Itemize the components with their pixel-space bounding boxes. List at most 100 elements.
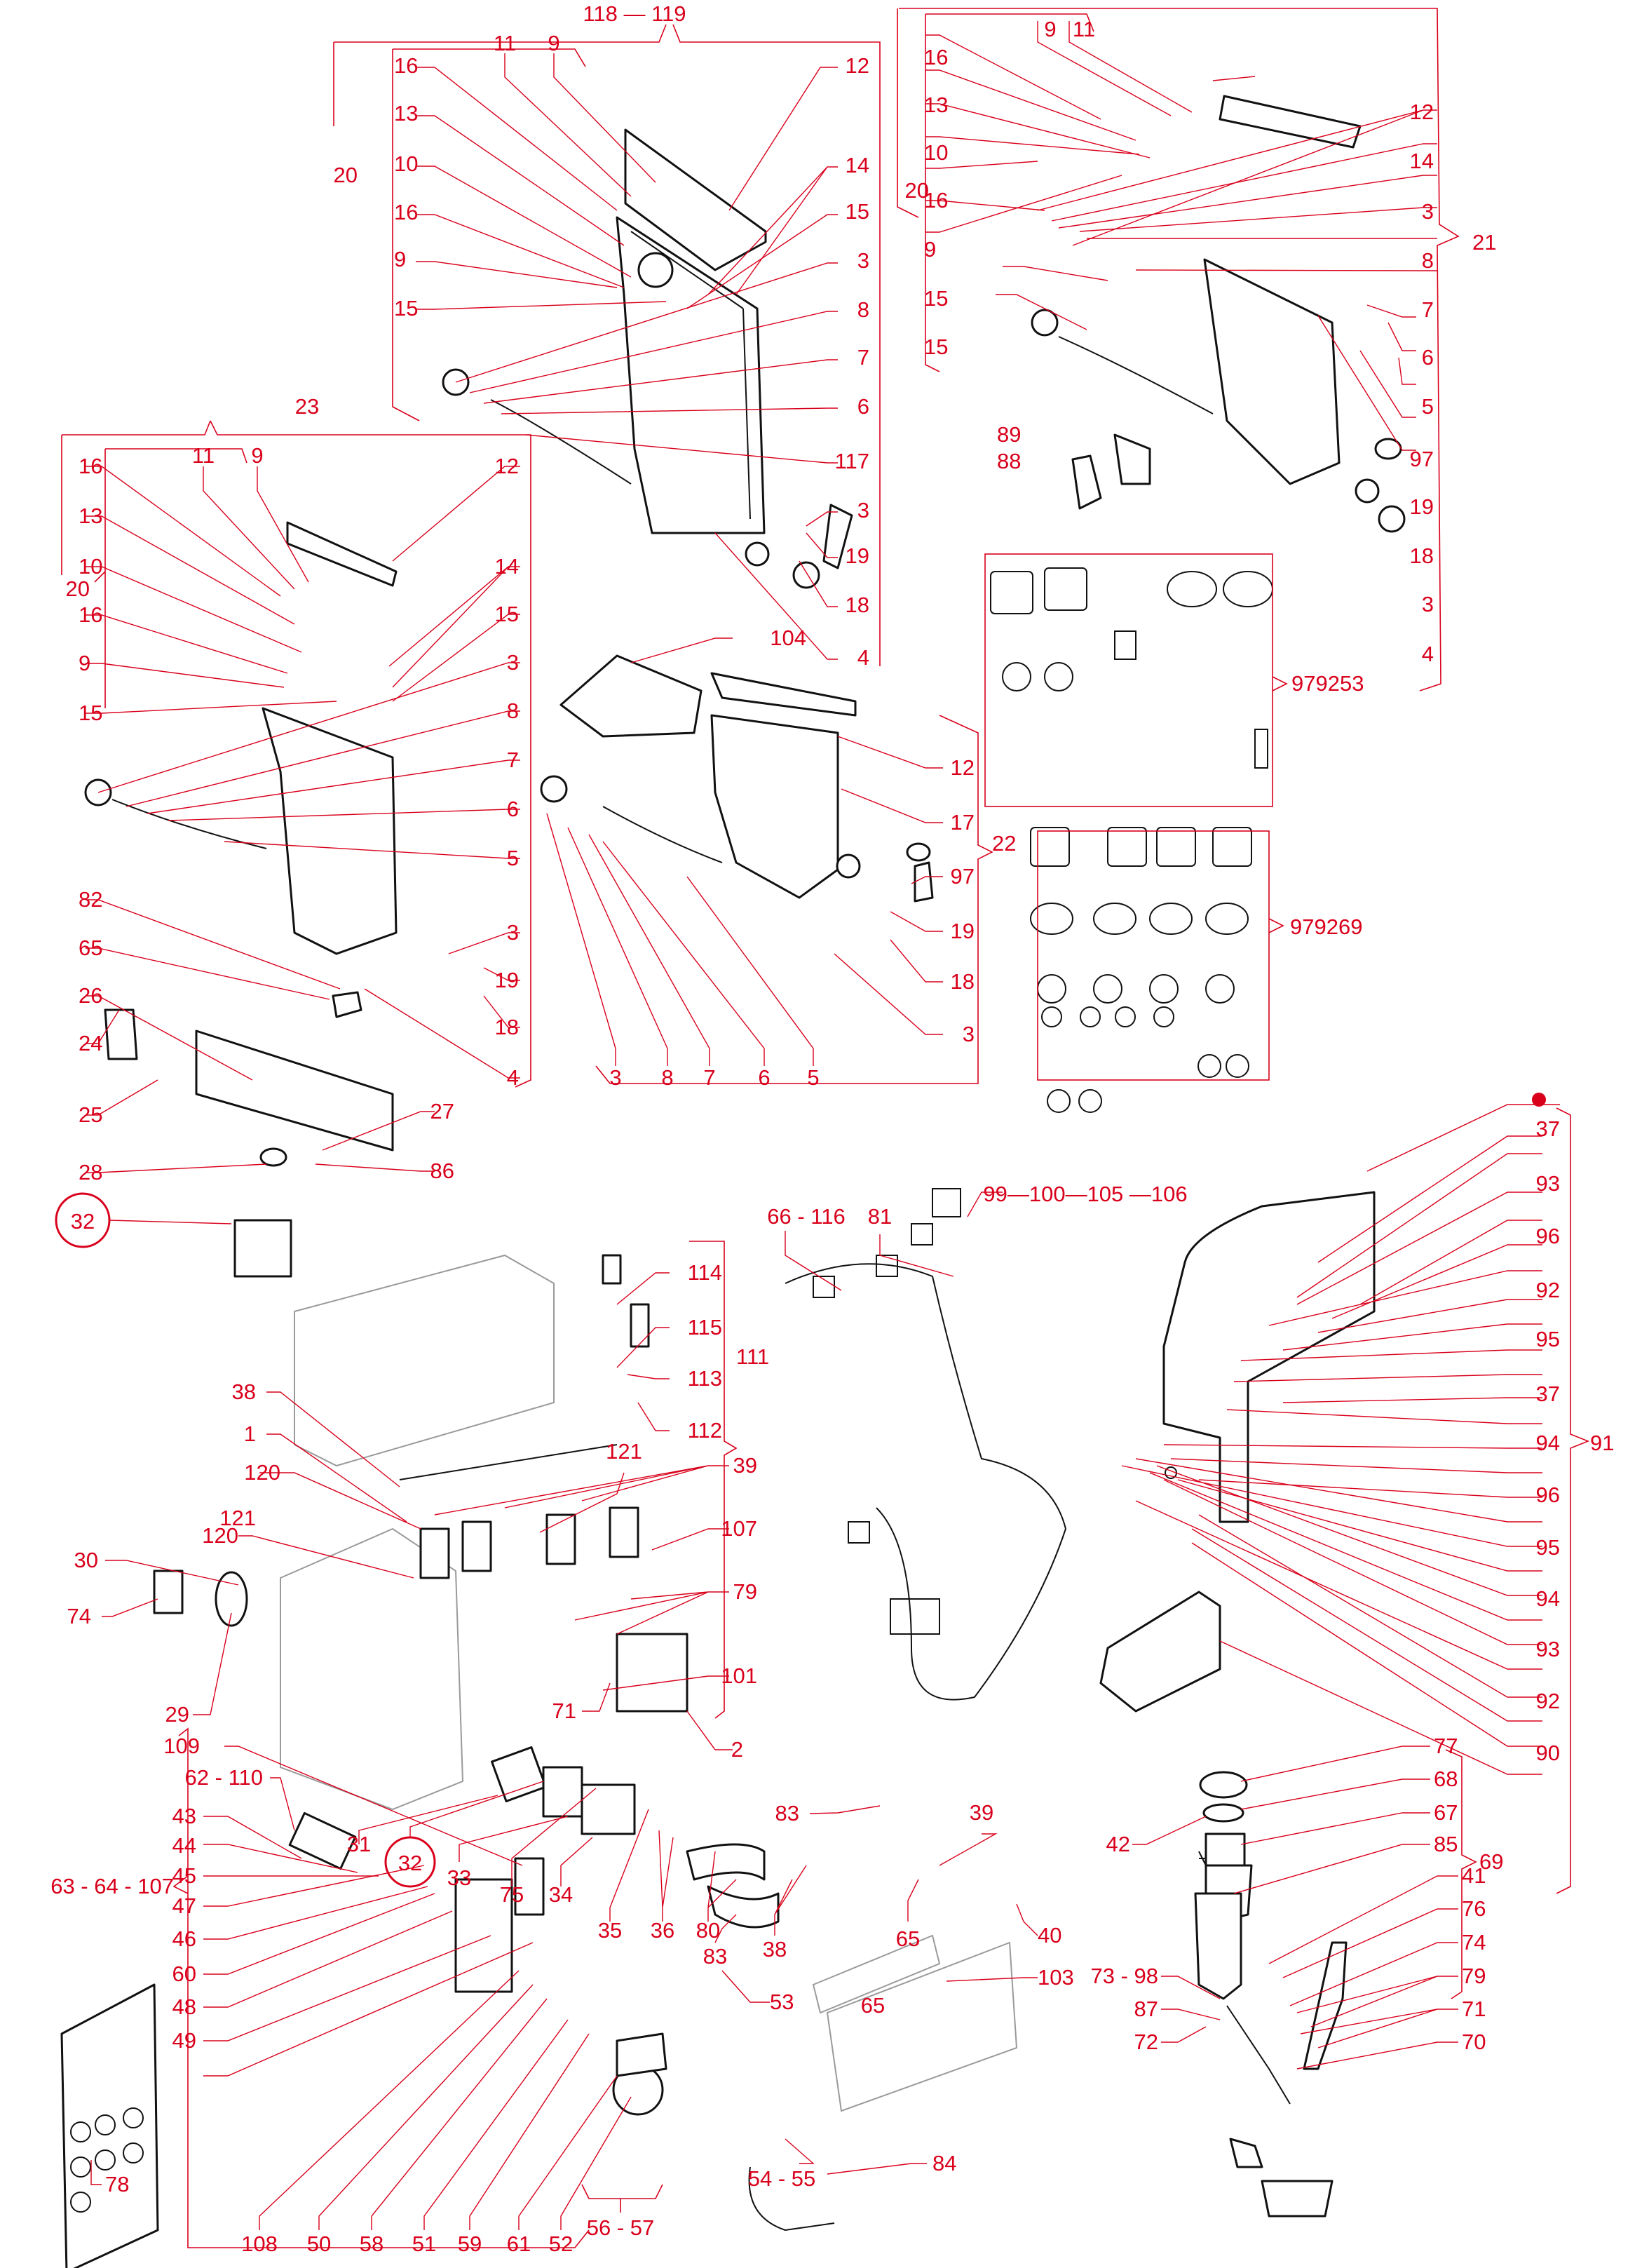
part-callout-93: 93: [1536, 1171, 1560, 1196]
part-callout-81: 81: [868, 1204, 892, 1229]
hopper-d-drawing: [540, 654, 934, 903]
part-callout-121: 121: [219, 1506, 256, 1530]
part-callout-114: 114: [688, 1260, 722, 1285]
part-callout-73-98: 73 - 98: [1090, 1964, 1158, 1988]
part-callout-84: 84: [932, 2151, 956, 2175]
part-callout-39: 39: [733, 1453, 757, 1478]
electrics-drawing: [153, 1219, 688, 1811]
part-callout-104: 104: [770, 626, 806, 650]
hopper-c-drawing: [84, 521, 398, 1167]
part-callout-9: 9: [79, 651, 90, 675]
part-callout-15: 15: [79, 701, 102, 725]
part-callout-108: 108: [241, 2232, 278, 2256]
part-callout-11: 11: [192, 443, 215, 468]
part-callout-62-110: 62 - 110: [185, 1765, 263, 1790]
part-callout-9: 9: [251, 443, 263, 468]
part-callout-13: 13: [394, 101, 418, 126]
part-callout-2: 2: [731, 1737, 743, 1762]
part-callout-45: 45: [172, 1863, 196, 1888]
part-callout-48: 48: [172, 1994, 196, 2019]
part-callout-7: 7: [703, 1065, 715, 1090]
part-callout-19: 19: [846, 544, 869, 568]
part-callout-44: 44: [172, 1833, 196, 1858]
part-callout-7: 7: [507, 748, 519, 772]
part-callout-85: 85: [1434, 1832, 1458, 1856]
part-callout-76: 76: [1462, 1896, 1486, 1921]
group-label-91: 91: [1590, 1431, 1614, 1455]
part-callout-3: 3: [609, 1065, 621, 1090]
part-callout-16: 16: [924, 188, 948, 212]
part-callout-75: 75: [500, 1882, 524, 1907]
part-callout-9: 9: [394, 247, 406, 271]
part-callout-74: 74: [1462, 1930, 1486, 1955]
part-callout-3: 3: [1422, 592, 1434, 616]
part-callout-4: 4: [1422, 642, 1434, 666]
part-callout-93: 93: [1536, 1637, 1560, 1661]
part-callout-12: 12: [846, 53, 869, 78]
part-callout-6: 6: [758, 1065, 770, 1090]
part-callout-89: 89: [997, 422, 1021, 447]
part-callout-50: 50: [307, 2232, 331, 2256]
cover-drawing: [1099, 1191, 1376, 1713]
part-callout-3: 3: [1422, 199, 1434, 224]
part-callout-95: 95: [1536, 1535, 1560, 1560]
part-callout-37: 37: [1536, 1382, 1560, 1406]
part-callout-96: 96: [1536, 1483, 1560, 1507]
part-callout-3: 3: [963, 1022, 975, 1046]
part-callout-39: 39: [970, 1800, 993, 1825]
part-callout-109: 109: [163, 1734, 200, 1758]
part-callout-94: 94: [1536, 1431, 1560, 1455]
part-callout-24: 24: [79, 1031, 102, 1055]
part-callout-92: 92: [1536, 1278, 1560, 1302]
part-callout-18: 18: [1410, 544, 1434, 568]
part-callout-33: 33: [447, 1865, 471, 1890]
kit-label-979253: 979253: [1291, 671, 1364, 696]
part-callout-28: 28: [79, 1160, 102, 1184]
part-callout-3: 3: [857, 498, 869, 522]
group-brackets: [55, 8, 1590, 2248]
part-callout-16: 16: [924, 45, 948, 69]
outlet-drawing: [1194, 1771, 1348, 2218]
part-callout-10: 10: [394, 151, 418, 176]
part-callout-83: 83: [775, 1801, 799, 1825]
part-callout-13: 13: [79, 504, 102, 528]
part-callout-46: 46: [172, 1926, 196, 1951]
part-callout-71: 71: [552, 1699, 576, 1723]
part-callout-3: 3: [507, 920, 519, 945]
part-callout-88: 88: [997, 449, 1021, 473]
part-callout-121: 121: [606, 1439, 642, 1464]
part-callout-7: 7: [1422, 297, 1434, 322]
group-label-69: 69: [1479, 1849, 1503, 1874]
part-callout-51: 51: [412, 2232, 436, 2256]
part-callout-65: 65: [861, 1993, 885, 2018]
part-callout-32: 32: [71, 1209, 95, 1234]
hopper-b-drawing: [1031, 95, 1406, 533]
part-callout-120: 120: [244, 1460, 280, 1485]
part-callout-9: 9: [1044, 17, 1056, 41]
part-callout-3: 3: [857, 248, 869, 273]
part-callout-95: 95: [1536, 1327, 1560, 1351]
part-callout-97: 97: [951, 864, 975, 889]
part-callout-90: 90: [1536, 1741, 1560, 1765]
kit-drawings: [990, 567, 1273, 1113]
part-callout-87: 87: [1134, 1997, 1158, 2021]
group-label-22: 22: [992, 831, 1016, 856]
part-callout-113: 113: [688, 1366, 722, 1391]
part-callout-41: 41: [1462, 1863, 1486, 1888]
part-callout-11: 11: [494, 31, 516, 55]
part-callout-77: 77: [1434, 1734, 1458, 1758]
part-callout-16: 16: [79, 602, 102, 627]
part-callout-40: 40: [1038, 1923, 1061, 1948]
group-label-111: 111: [736, 1344, 769, 1369]
part-callout-72: 72: [1134, 2030, 1158, 2054]
part-callout-19: 19: [1410, 494, 1434, 519]
part-callout-86: 86: [430, 1159, 454, 1183]
part-callout-65: 65: [896, 1926, 920, 1951]
part-callout-9: 9: [924, 237, 936, 262]
part-drawings: [60, 95, 1406, 2268]
part-callout-103: 103: [1038, 1965, 1074, 1990]
part-callout-16: 16: [79, 454, 102, 478]
part-callout-14: 14: [1410, 149, 1434, 173]
part-callout-101: 101: [721, 1663, 757, 1688]
